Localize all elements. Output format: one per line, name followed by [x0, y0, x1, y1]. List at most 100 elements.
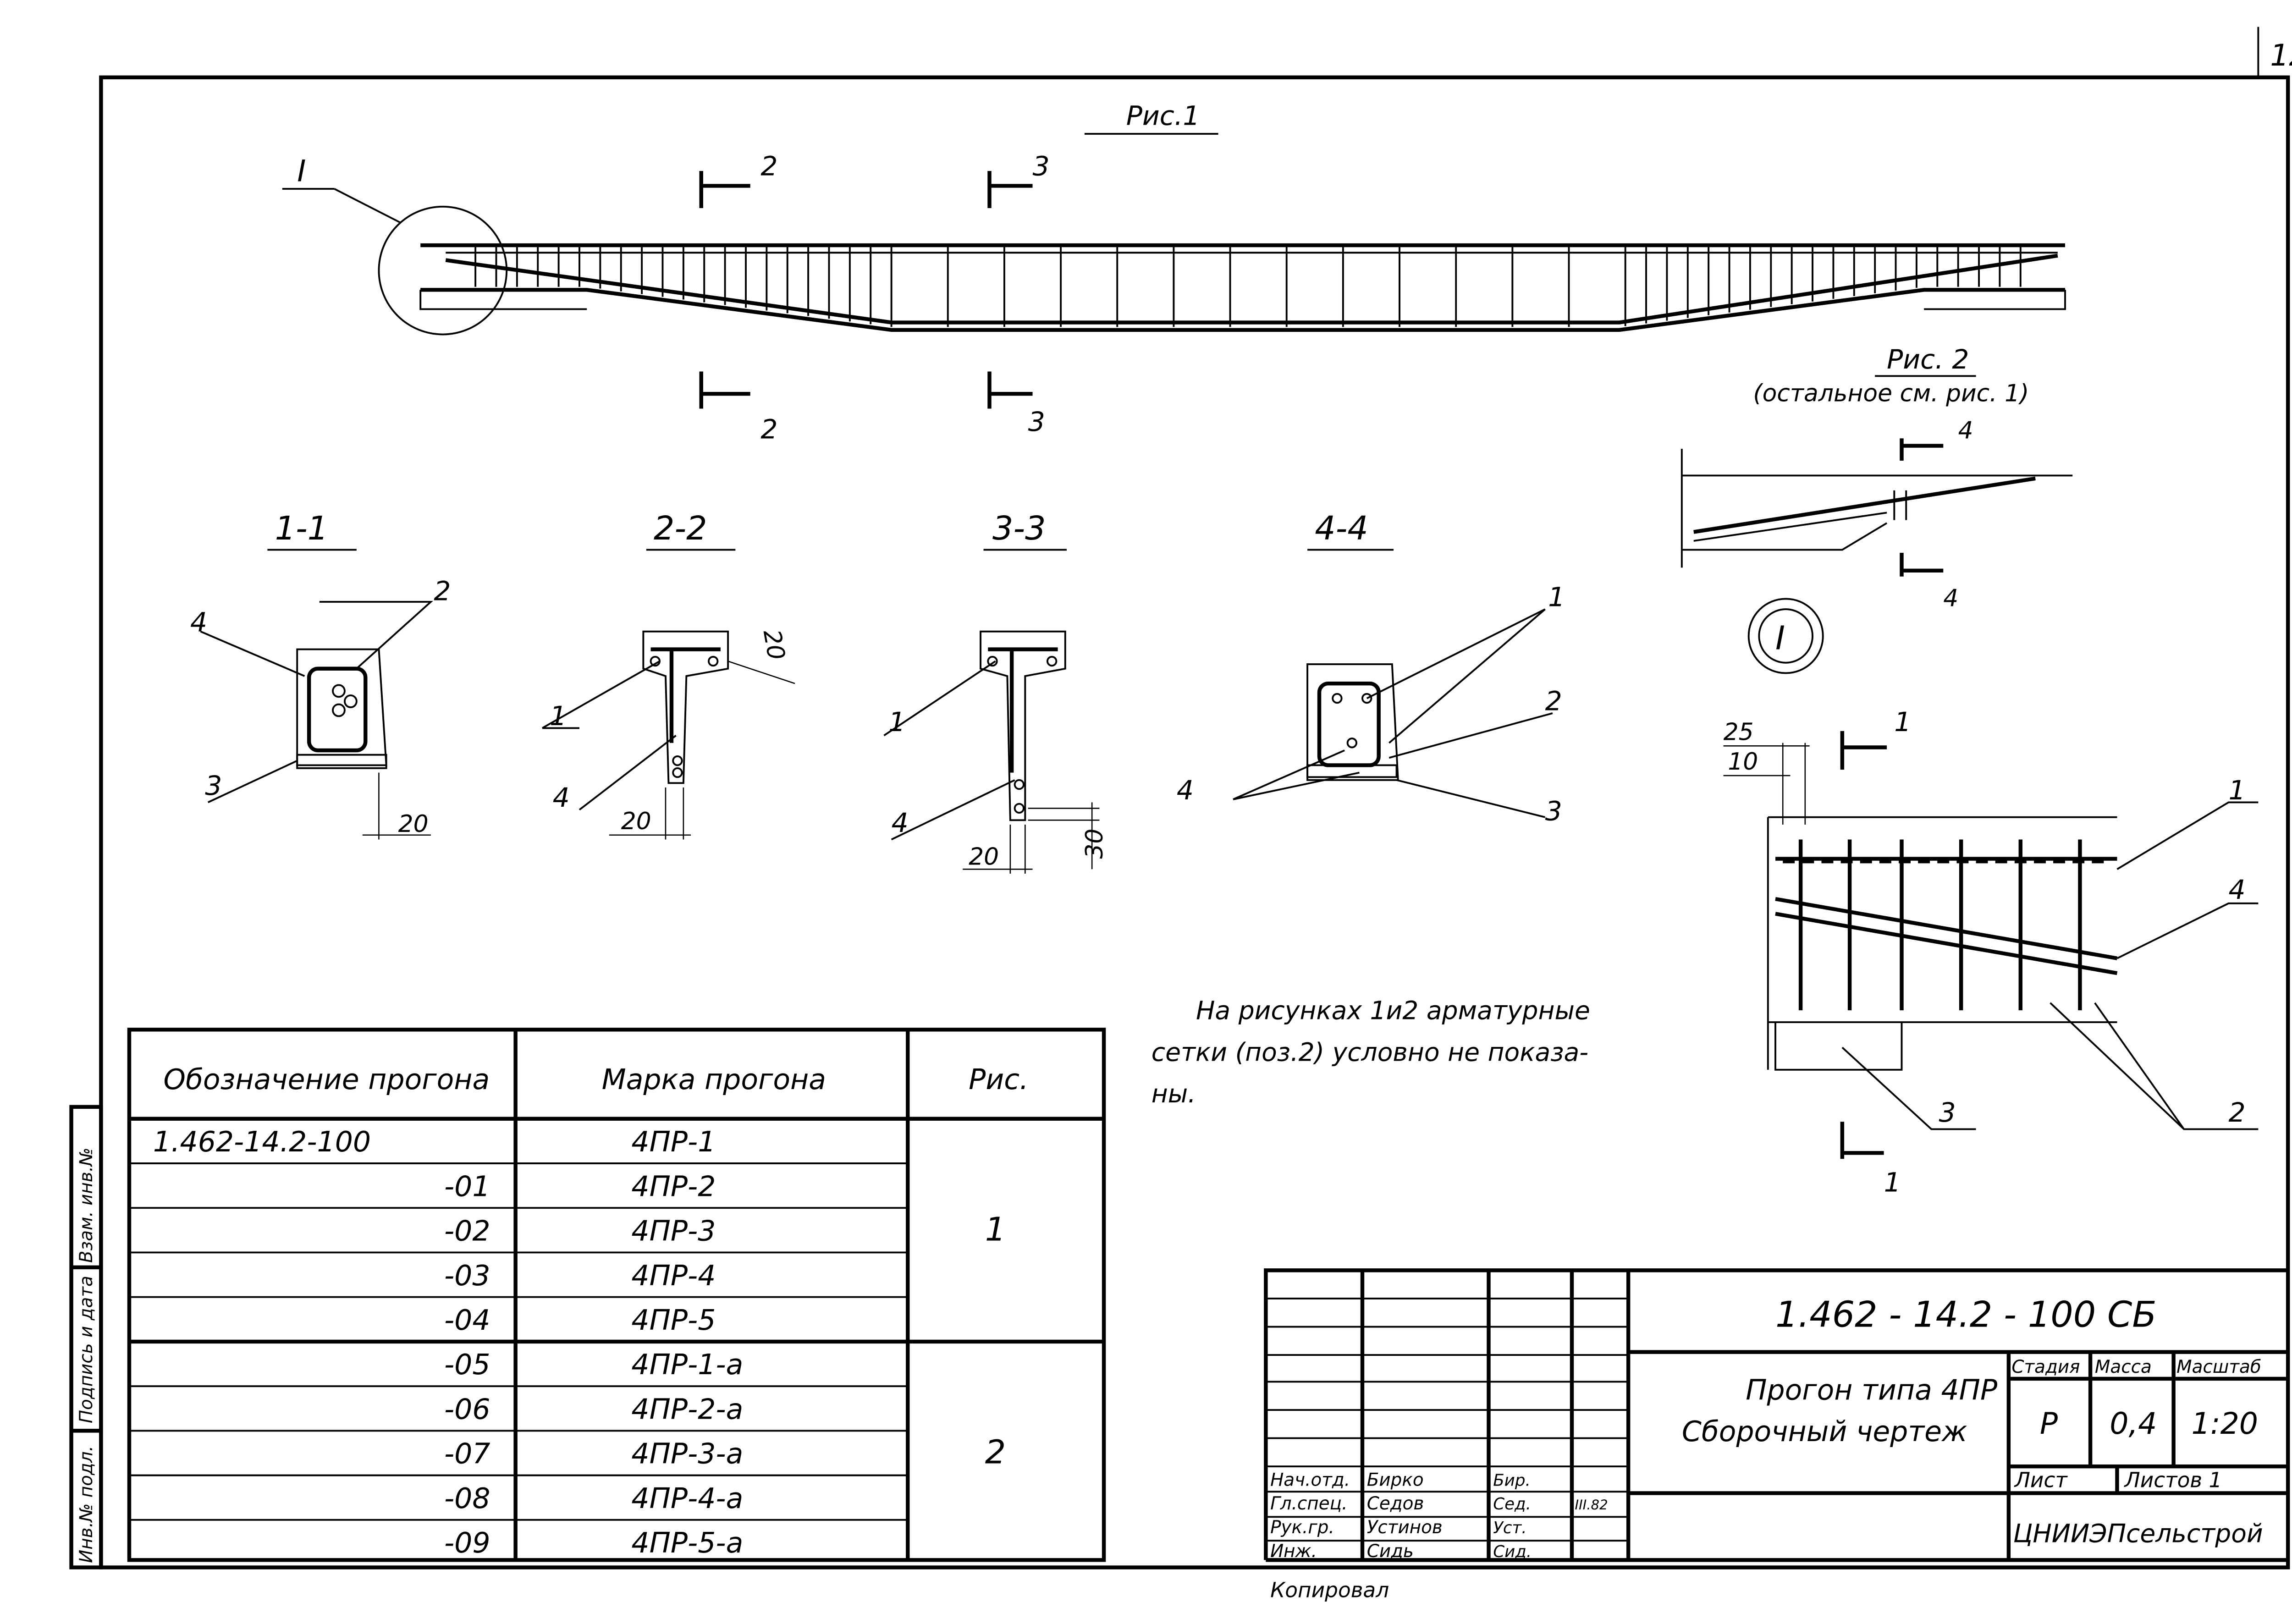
svg-text:Гл.спец.: Гл.спец.	[1270, 1493, 1347, 1514]
node-I-detail	[1723, 731, 2259, 1159]
fig2-title: Рис. 2	[1887, 344, 1969, 375]
svg-text:1-1: 1-1	[275, 509, 328, 547]
copied-by: Копировал	[1270, 1578, 1389, 1602]
svg-text:Рук.гр.: Рук.гр.	[1270, 1517, 1334, 1538]
node-I-marker	[1747, 598, 1824, 674]
node-I-marker-label: I	[1775, 619, 1785, 657]
side-strip-replaced: Взам. инв.№	[76, 1148, 97, 1263]
svg-text:Сед.: Сед.	[1493, 1495, 1531, 1514]
table-cell-mark: 4ПР-5-а	[631, 1526, 743, 1559]
svg-text:3: 3	[1545, 795, 1562, 826]
table-cell-designation: -03	[444, 1259, 490, 1292]
table-cell-mark: 4ПР-2	[631, 1170, 716, 1203]
drawing-name-line2: Сборочный чертеж	[1682, 1415, 1967, 1448]
svg-text:20: 20	[398, 810, 429, 838]
svg-text:4: 4	[553, 782, 570, 813]
svg-text:III.82: III.82	[1575, 1497, 1608, 1513]
node-callout-1: 1	[2229, 775, 2246, 806]
svg-text:Бир.: Бир.	[1493, 1471, 1531, 1490]
note-line-1: На рисунках 1и2 арматурные	[1196, 996, 1590, 1025]
mass-value: 0,4	[2110, 1407, 2157, 1441]
title-block: 1.462 - 14.2 - 100 СБ Прогон типа 4ПР Сб…	[1264, 1268, 2288, 1562]
table-header-mark: Марка прогона	[602, 1063, 826, 1096]
fig2-subtitle: (остальное см. рис. 1)	[1753, 380, 2029, 407]
table-cell-mark: 4ПР-2-а	[631, 1393, 743, 1426]
svg-text:3-3: 3-3	[992, 509, 1046, 547]
svg-text:20: 20	[969, 843, 999, 871]
note-line-2: сетки (поз.2) условно не показа-	[1152, 1037, 1588, 1067]
svg-text:4: 4	[1958, 417, 1973, 444]
svg-text:4: 4	[1943, 585, 1958, 612]
svg-text:30: 30	[1081, 829, 1108, 859]
svg-text:Бирко: Бирко	[1367, 1470, 1424, 1490]
svg-text:20: 20	[758, 628, 790, 662]
table-cell-designation: 1.462-14.2-100	[153, 1125, 371, 1158]
organization: ЦНИИЭПсельстрой	[2013, 1519, 2263, 1548]
stage-value: Р	[2040, 1407, 2058, 1441]
fig-group-2: 2	[985, 1433, 1006, 1471]
node-callout-4: 4	[2229, 874, 2246, 905]
svg-text:4: 4	[190, 607, 207, 638]
section-3-3: 1 4 20 30	[883, 630, 1108, 874]
table-cell-designation: -04	[444, 1304, 490, 1337]
svg-text:Устинов: Устинов	[1367, 1517, 1443, 1538]
svg-text:2: 2	[760, 151, 777, 182]
svg-text:4: 4	[892, 807, 909, 838]
node-section-mark-top: 1	[1894, 706, 1911, 738]
table-cell-designation: -05	[444, 1348, 490, 1381]
svg-text:3: 3	[205, 770, 222, 801]
svg-text:Седов: Седов	[1367, 1493, 1424, 1514]
node-stirrups	[1798, 839, 2082, 1011]
table-cell-mark: 4ПР-3	[631, 1215, 716, 1248]
node-callout-3: 3	[1939, 1097, 1956, 1128]
drawing-frame	[99, 75, 2290, 1569]
side-strip-inventory: Инв.№ подл.	[76, 1446, 97, 1563]
svg-text:4: 4	[1177, 775, 1194, 806]
marks-table: Обозначение прогона Марка прогона Рис. 1…	[127, 1028, 1106, 1562]
note-line-3: ны.	[1152, 1079, 1196, 1108]
dim-25: 25	[1724, 718, 1754, 746]
section-4-4: 1 2 4 3	[1177, 582, 1565, 827]
table-cell-designation: -02	[444, 1215, 490, 1248]
mass-label: Масса	[2095, 1357, 2152, 1377]
svg-text:1: 1	[550, 700, 567, 732]
table-cell-mark: 4ПР-4-а	[631, 1482, 743, 1515]
dim-10: 10	[1728, 748, 1758, 776]
table-cell-mark: 4ПР-4	[631, 1259, 716, 1292]
svg-text:1: 1	[1548, 582, 1565, 613]
svg-text:4-4: 4-4	[1315, 509, 1368, 547]
sheet-number: 12	[2270, 39, 2292, 73]
fig-group-1: 1	[985, 1211, 1006, 1249]
beam-elevation	[419, 243, 2066, 332]
node-I-circle	[378, 205, 508, 336]
beam-stirrups	[474, 245, 2022, 327]
node-I-label: I	[297, 154, 306, 189]
table-cell-mark: 4ПР-1-а	[631, 1348, 743, 1381]
scale-value: 1:20	[2192, 1407, 2259, 1441]
section-2-2: 1 4 20 20	[542, 628, 795, 840]
section-titles: 1-1 2-2 3-3 4-4	[267, 509, 1394, 551]
section-1-1: 4 2 3 20	[190, 576, 451, 840]
svg-text:Нач.отд.: Нач.отд.	[1270, 1470, 1350, 1490]
svg-text:Уст.: Уст.	[1493, 1519, 1526, 1537]
svg-text:Сид.: Сид.	[1493, 1542, 1532, 1561]
section-marks: 2 2 3 3	[699, 151, 1050, 445]
table-cell-designation: -06	[444, 1393, 490, 1426]
fig2-detail: 4 4	[1680, 417, 2073, 612]
side-strip: Инв.№ подл. Подпись и дата Взам. инв.№	[69, 1105, 103, 1569]
table-cell-mark: 4ПР-1	[631, 1125, 716, 1158]
svg-text:2-2: 2-2	[654, 509, 707, 547]
table-cell-designation: -01	[444, 1170, 490, 1203]
svg-text:3: 3	[1033, 151, 1050, 182]
table-cell-mark: 4ПР-5	[631, 1304, 716, 1337]
svg-text:2: 2	[434, 576, 451, 607]
sheet-label: Лист	[2014, 1468, 2068, 1492]
svg-text:2: 2	[1545, 685, 1562, 716]
svg-text:3: 3	[1028, 406, 1045, 437]
svg-text:1: 1	[888, 706, 905, 738]
table-cell-designation: -09	[444, 1526, 490, 1559]
svg-text:2: 2	[760, 413, 777, 445]
node-section-mark-bottom: 1	[1884, 1167, 1901, 1198]
table-cell-designation: -08	[444, 1482, 490, 1515]
